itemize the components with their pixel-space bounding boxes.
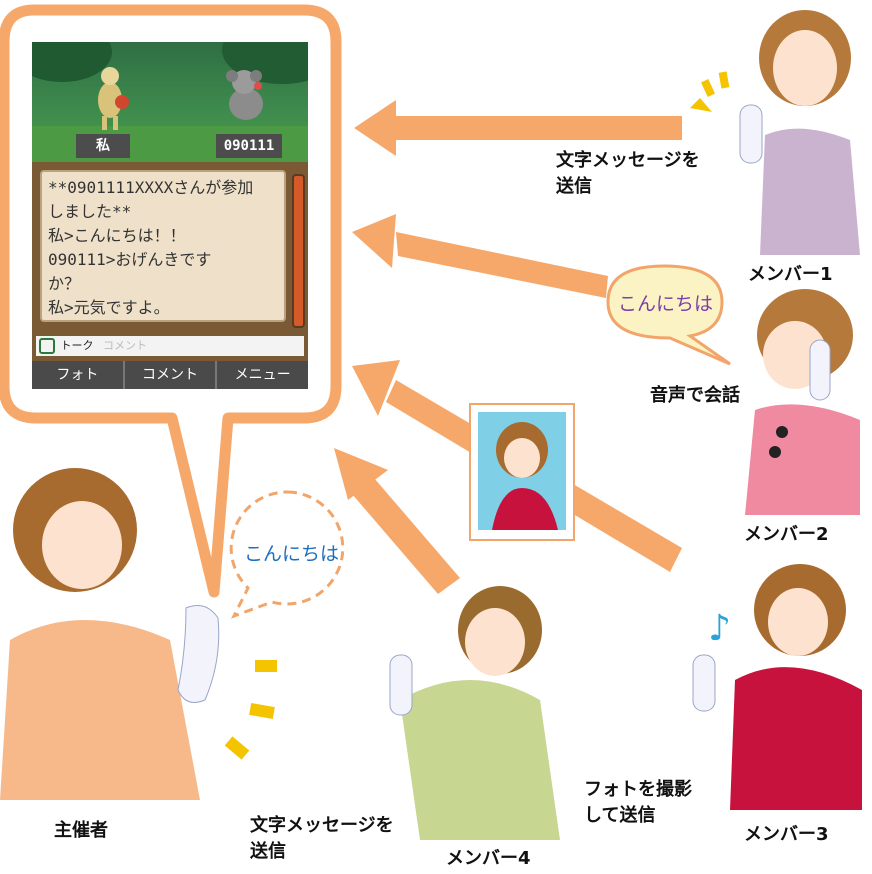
member3-figure-icon: ♪ — [692, 564, 862, 810]
talk-icon — [39, 338, 55, 354]
phone-callout-frame — [0, 4, 342, 598]
label-voice-chat: 音声で会話 — [650, 385, 740, 406]
arrow-member2 — [352, 214, 608, 298]
label-member4: メンバー4 — [446, 848, 531, 869]
chat-scrollbar[interactable] — [292, 174, 305, 328]
koala-character-icon — [226, 70, 263, 120]
arrow-member4 — [334, 448, 460, 594]
tab-talk[interactable]: トーク — [60, 339, 94, 352]
chat-line: 私>元気ですよ。 — [48, 298, 170, 317]
softkey-photo[interactable]: フォト — [32, 361, 125, 389]
music-note-icon: ♪ — [708, 608, 731, 649]
label-host: 主催者 — [54, 820, 108, 841]
tab-comment[interactable]: コメント — [103, 339, 147, 352]
goat-character-icon — [98, 67, 129, 130]
input-tabs: トーク コメント — [36, 336, 304, 356]
member2-figure-icon — [745, 289, 860, 515]
label-member3: メンバー3 — [744, 824, 829, 845]
softkey-bar: フォト コメント メニュー — [32, 361, 308, 389]
host-speech-bubble — [229, 490, 345, 619]
label-photo-send: フォトを撮影 して送信 — [584, 779, 692, 826]
arrow-member1 — [354, 100, 682, 156]
chat-line: **0901111XXXXさんが参加 — [48, 178, 254, 197]
photo-card-icon — [469, 403, 575, 541]
label-send-text-member1: 文字メッセージを 送信 — [556, 150, 700, 197]
member1-figure-icon — [690, 10, 860, 255]
label-member1: メンバー1 — [748, 264, 833, 285]
chat-line: 私>こんにちは！！ — [48, 226, 186, 245]
member4-figure-icon — [389, 586, 560, 840]
softkey-menu[interactable]: メニュー — [234, 367, 291, 383]
chat-line: しました** — [48, 202, 132, 221]
label-member2: メンバー2 — [744, 524, 829, 545]
phone-screen: 私 090111 **0901111XXXXさんが参加 しました** 私>こんに… — [32, 42, 308, 389]
softkey-comment[interactable]: コメント — [125, 361, 218, 389]
member2-speech-bubble — [606, 264, 731, 366]
host-speech-text: こんにちは — [244, 543, 340, 565]
chat-line: 090111>おげんきです — [48, 250, 212, 269]
label-send-text-member4: 文字メッセージを 送信 — [250, 815, 394, 862]
player-name-me: 私 — [76, 134, 130, 158]
player-name-other: 090111 — [216, 134, 282, 158]
member2-speech-text: こんにちは — [618, 293, 714, 315]
chat-log: **0901111XXXXさんが参加 しました** 私>こんにちは！！ 0901… — [40, 170, 286, 322]
host-figure-icon — [0, 468, 277, 800]
chat-line: か？ — [48, 274, 81, 293]
